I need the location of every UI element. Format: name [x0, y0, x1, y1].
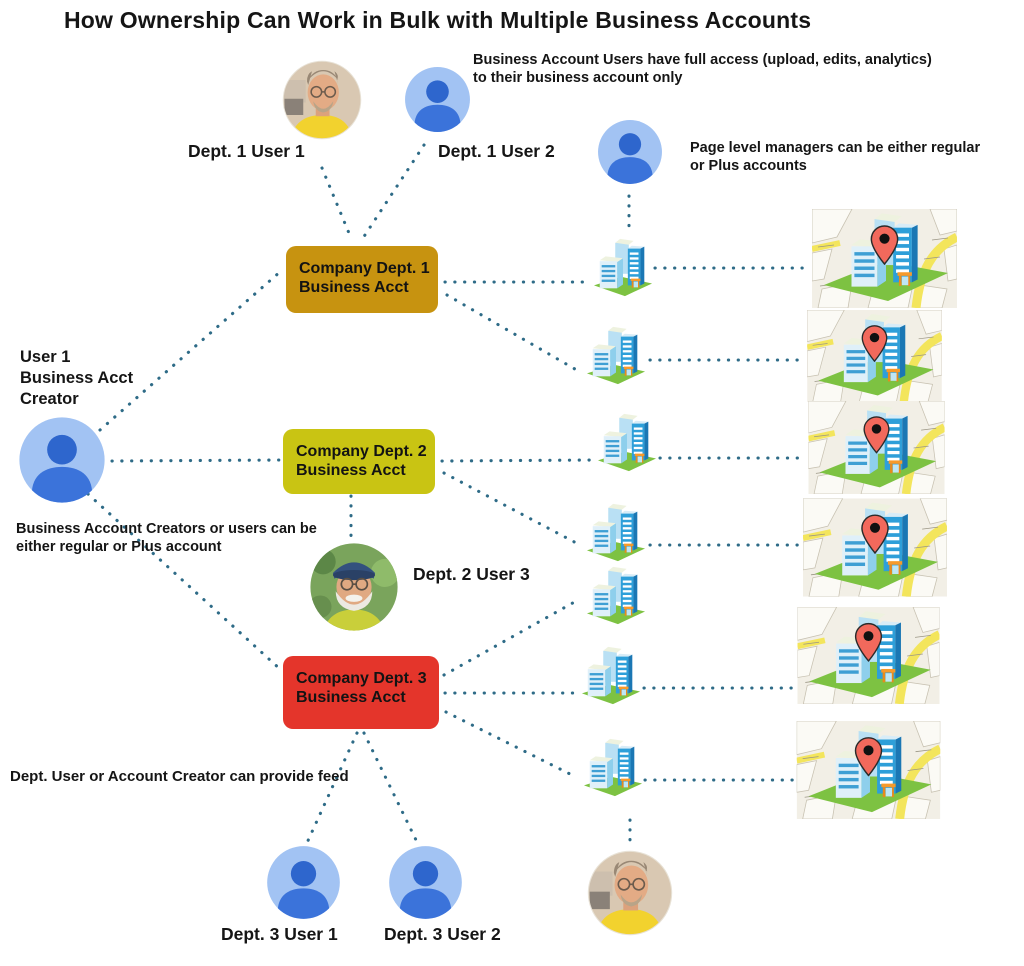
business-location-icon — [592, 236, 654, 298]
page-title: How Ownership Can Work in Bulk with Mult… — [64, 7, 812, 33]
map-listing-thumbnail — [812, 209, 957, 308]
map-listing-thumbnail — [803, 498, 947, 597]
business-location-icon — [596, 411, 658, 473]
business-location-icon — [580, 644, 642, 706]
label-dept3-user1: Dept. 3 User 1 — [221, 924, 338, 944]
map-listing-thumbnail — [795, 607, 942, 704]
user-avatar-page-manager — [597, 119, 663, 185]
label-dept1-user1: Dept. 1 User 1 — [188, 141, 305, 161]
company-dept-3-box: Company Dept. 3 Business Acct — [283, 656, 439, 729]
user-avatar-dept3-user2 — [388, 845, 463, 920]
label-dept3-user2: Dept. 3 User 2 — [384, 924, 501, 944]
label-dept2-user3: Dept. 2 User 3 — [413, 564, 530, 584]
map-listing-thumbnail — [805, 401, 948, 494]
photo-avatar-feed-provider — [587, 850, 673, 936]
annotation-provide-feed: Dept. User or Account Creator can provid… — [10, 768, 349, 785]
annotation-business-users: Business Account Users have full access … — [473, 52, 932, 87]
map-listing-thumbnail — [795, 721, 942, 819]
annotation-creators-plus: Business Account Creators or users can b… — [16, 521, 317, 556]
business-location-icon — [585, 501, 647, 563]
business-location-icon — [585, 324, 647, 386]
map-listing-thumbnail — [803, 310, 946, 402]
company-dept-1-box: Company Dept. 1 Business Acct — [286, 246, 438, 313]
business-location-icon — [582, 736, 644, 798]
user-avatar-dept3-user1 — [266, 845, 341, 920]
annotation-page-managers: Page level managers can be either regula… — [690, 140, 981, 175]
photo-avatar-dept1-user1 — [282, 60, 362, 140]
business-location-icon — [585, 564, 647, 626]
company-dept-2-box: Company Dept. 2 Business Acct — [283, 429, 435, 494]
annotation-creator-role: User 1 Business Acct Creator — [20, 348, 134, 409]
user-avatar-account-creator — [18, 416, 106, 504]
user-avatar-dept1-user2 — [404, 66, 471, 133]
label-dept1-user2: Dept. 1 User 2 — [438, 141, 555, 161]
